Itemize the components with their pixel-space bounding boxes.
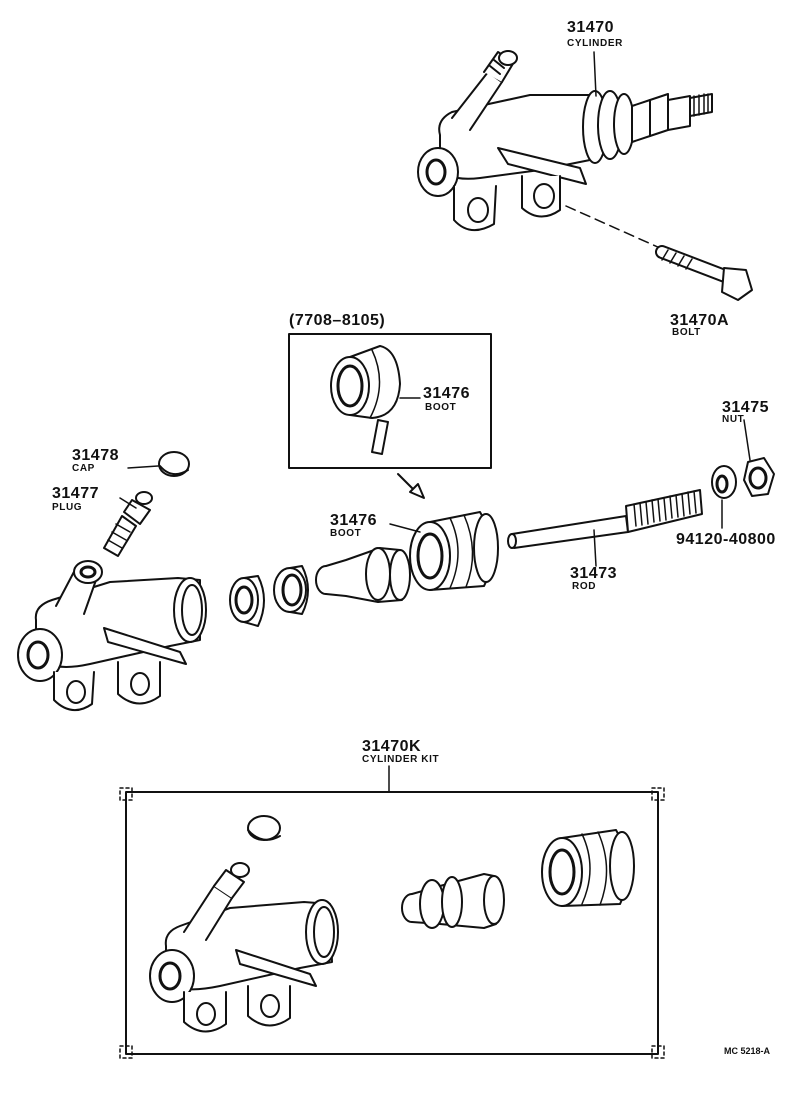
inset-boot-part-number: 31476 [423, 385, 470, 402]
nut-part-name: NUT [722, 414, 745, 425]
cylinder-assembly-drawing [417, 50, 753, 301]
kit-part-name: CYLINDER KIT [362, 754, 440, 765]
washer-part-number: 94120-40800 [676, 531, 776, 548]
boot-inset-drawing [288, 333, 492, 499]
bolt-part-name: BOLT [672, 327, 701, 338]
rod-part-number: 31473 [570, 565, 617, 582]
cylinder-part-name: CYLINDER [567, 38, 623, 49]
kit-contents-drawing [149, 815, 635, 1033]
kit-box-frame [119, 787, 665, 1059]
bolt-part-number: 31470A [670, 312, 730, 329]
plug-part-number: 31477 [52, 485, 99, 502]
plug-part-name: PLUG [52, 502, 83, 513]
cylinder-part-number: 31470 [567, 19, 614, 36]
kit-part-number: 31470K [362, 738, 422, 755]
inset-boot-part-name: BOOT [425, 402, 457, 413]
exploded-row-drawing [17, 451, 775, 711]
boot-part-name: BOOT [330, 528, 362, 539]
production-date-range: (7708–8105) [289, 312, 386, 329]
leader-lines [119, 51, 751, 793]
boot-part-number: 31476 [330, 512, 377, 529]
nut-part-number: 31475 [722, 399, 769, 416]
figure-code: MC 5218-A [724, 1046, 771, 1056]
cap-part-number: 31478 [72, 447, 119, 464]
rod-part-name: ROD [572, 581, 597, 592]
cap-part-name: CAP [72, 463, 95, 474]
